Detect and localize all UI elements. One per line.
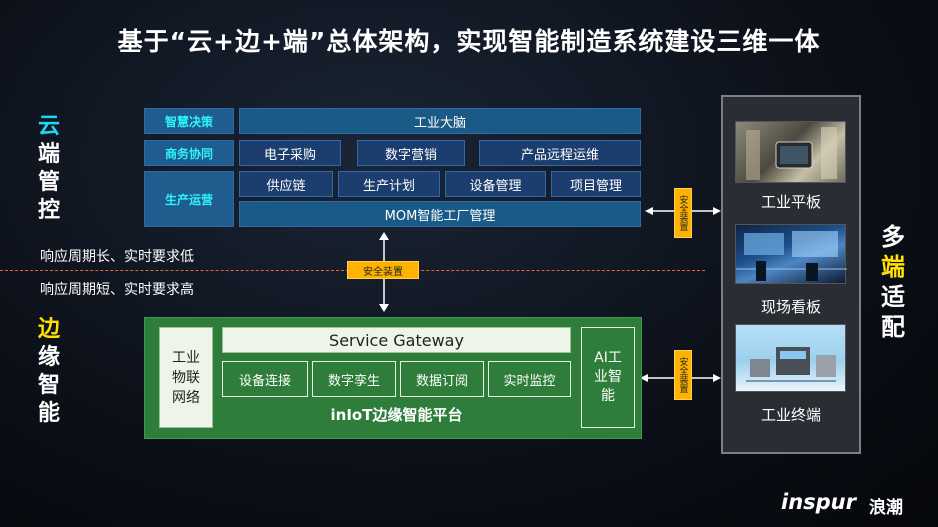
production-plan-box: 生产计划 — [338, 171, 440, 197]
security-device-badge-top: 安全装置 — [674, 188, 692, 238]
terminal-label-tablet: 工业平板 — [760, 193, 821, 211]
project-management-box: 项目管理 — [551, 171, 641, 197]
device-connection-box: 设备连接 — [222, 361, 308, 397]
cloud-char-2: 端 — [37, 142, 60, 167]
inspur-logo-cn: 浪潮 — [869, 498, 903, 518]
terminal-char-3: 适 — [881, 283, 905, 311]
terminal-char-1: 多 — [881, 223, 905, 251]
remote-maintenance-box: 产品远程运维 — [479, 140, 641, 166]
page-title: 基于“云+边+端”总体架构，实现智能制造系统建设三维一体 — [117, 27, 821, 56]
edge-char-4: 能 — [37, 401, 60, 426]
data-subscription-box: 数据订阅 — [400, 361, 484, 397]
edge-vertical-label: 边 缘 智 能 — [34, 316, 64, 428]
terminal-label-dashboard: 现场看板 — [760, 298, 821, 316]
edge-char-1: 边 — [37, 317, 60, 342]
dashboard-illustration-icon — [736, 231, 847, 281]
supply-chain-box: 供应链 — [239, 171, 333, 197]
terminal-label-terminal: 工业终端 — [760, 406, 821, 424]
terminal-char-2: 端 — [881, 253, 905, 281]
e-procurement-box: 电子采购 — [239, 140, 341, 166]
tablet-illustration-icon — [746, 127, 837, 180]
digital-twin-box: 数字孪生 — [312, 361, 396, 397]
inIoT-platform-title: inIoT边缘智能平台 — [330, 406, 463, 424]
realtime-monitoring-box: 实时监控 — [488, 361, 571, 397]
cloud-row-label-decision: 智慧决策 — [144, 108, 234, 134]
equipment-management-box: 设备管理 — [445, 171, 546, 197]
cloud-char-3: 管 — [37, 170, 60, 195]
cloud-row-label-business: 商务协同 — [144, 140, 234, 166]
edge-char-2: 缘 — [37, 345, 60, 370]
terminal-vertical-label: 多 端 适 配 — [878, 222, 908, 342]
cloud-row-label-operations: 生产运营 — [144, 171, 234, 227]
response-long-text: 响应周期长、实时要求低 — [40, 249, 194, 265]
terminal-illustration-icon — [746, 347, 836, 382]
terminal-char-4: 配 — [881, 313, 905, 341]
cloud-char-1: 云 — [37, 114, 60, 139]
iot-network-box: 工业物联网络 — [159, 327, 213, 428]
industrial-brain-box: 工业大脑 — [239, 108, 641, 134]
edge-char-3: 智 — [37, 373, 60, 398]
security-device-badge: 安全装置 — [347, 261, 419, 279]
security-device-badge-bottom: 安全装置 — [674, 350, 692, 400]
dashboard-photo-icon — [735, 224, 847, 284]
service-gateway-box: Service Gateway — [222, 327, 571, 353]
terminal-photo-icon — [735, 324, 846, 392]
mom-factory-box: MOM智能工厂管理 — [239, 201, 641, 227]
inspur-logo: inspur — [781, 490, 856, 514]
tablet-photo-icon — [735, 121, 846, 183]
digital-marketing-box: 数字营销 — [357, 140, 465, 166]
ai-industrial-intelligence-box: AI工业智能 — [581, 327, 635, 428]
cloud-vertical-label: 云 端 管 控 — [34, 113, 64, 225]
response-short-text: 响应周期短、实时要求高 — [40, 282, 194, 298]
cloud-char-4: 控 — [37, 198, 60, 223]
